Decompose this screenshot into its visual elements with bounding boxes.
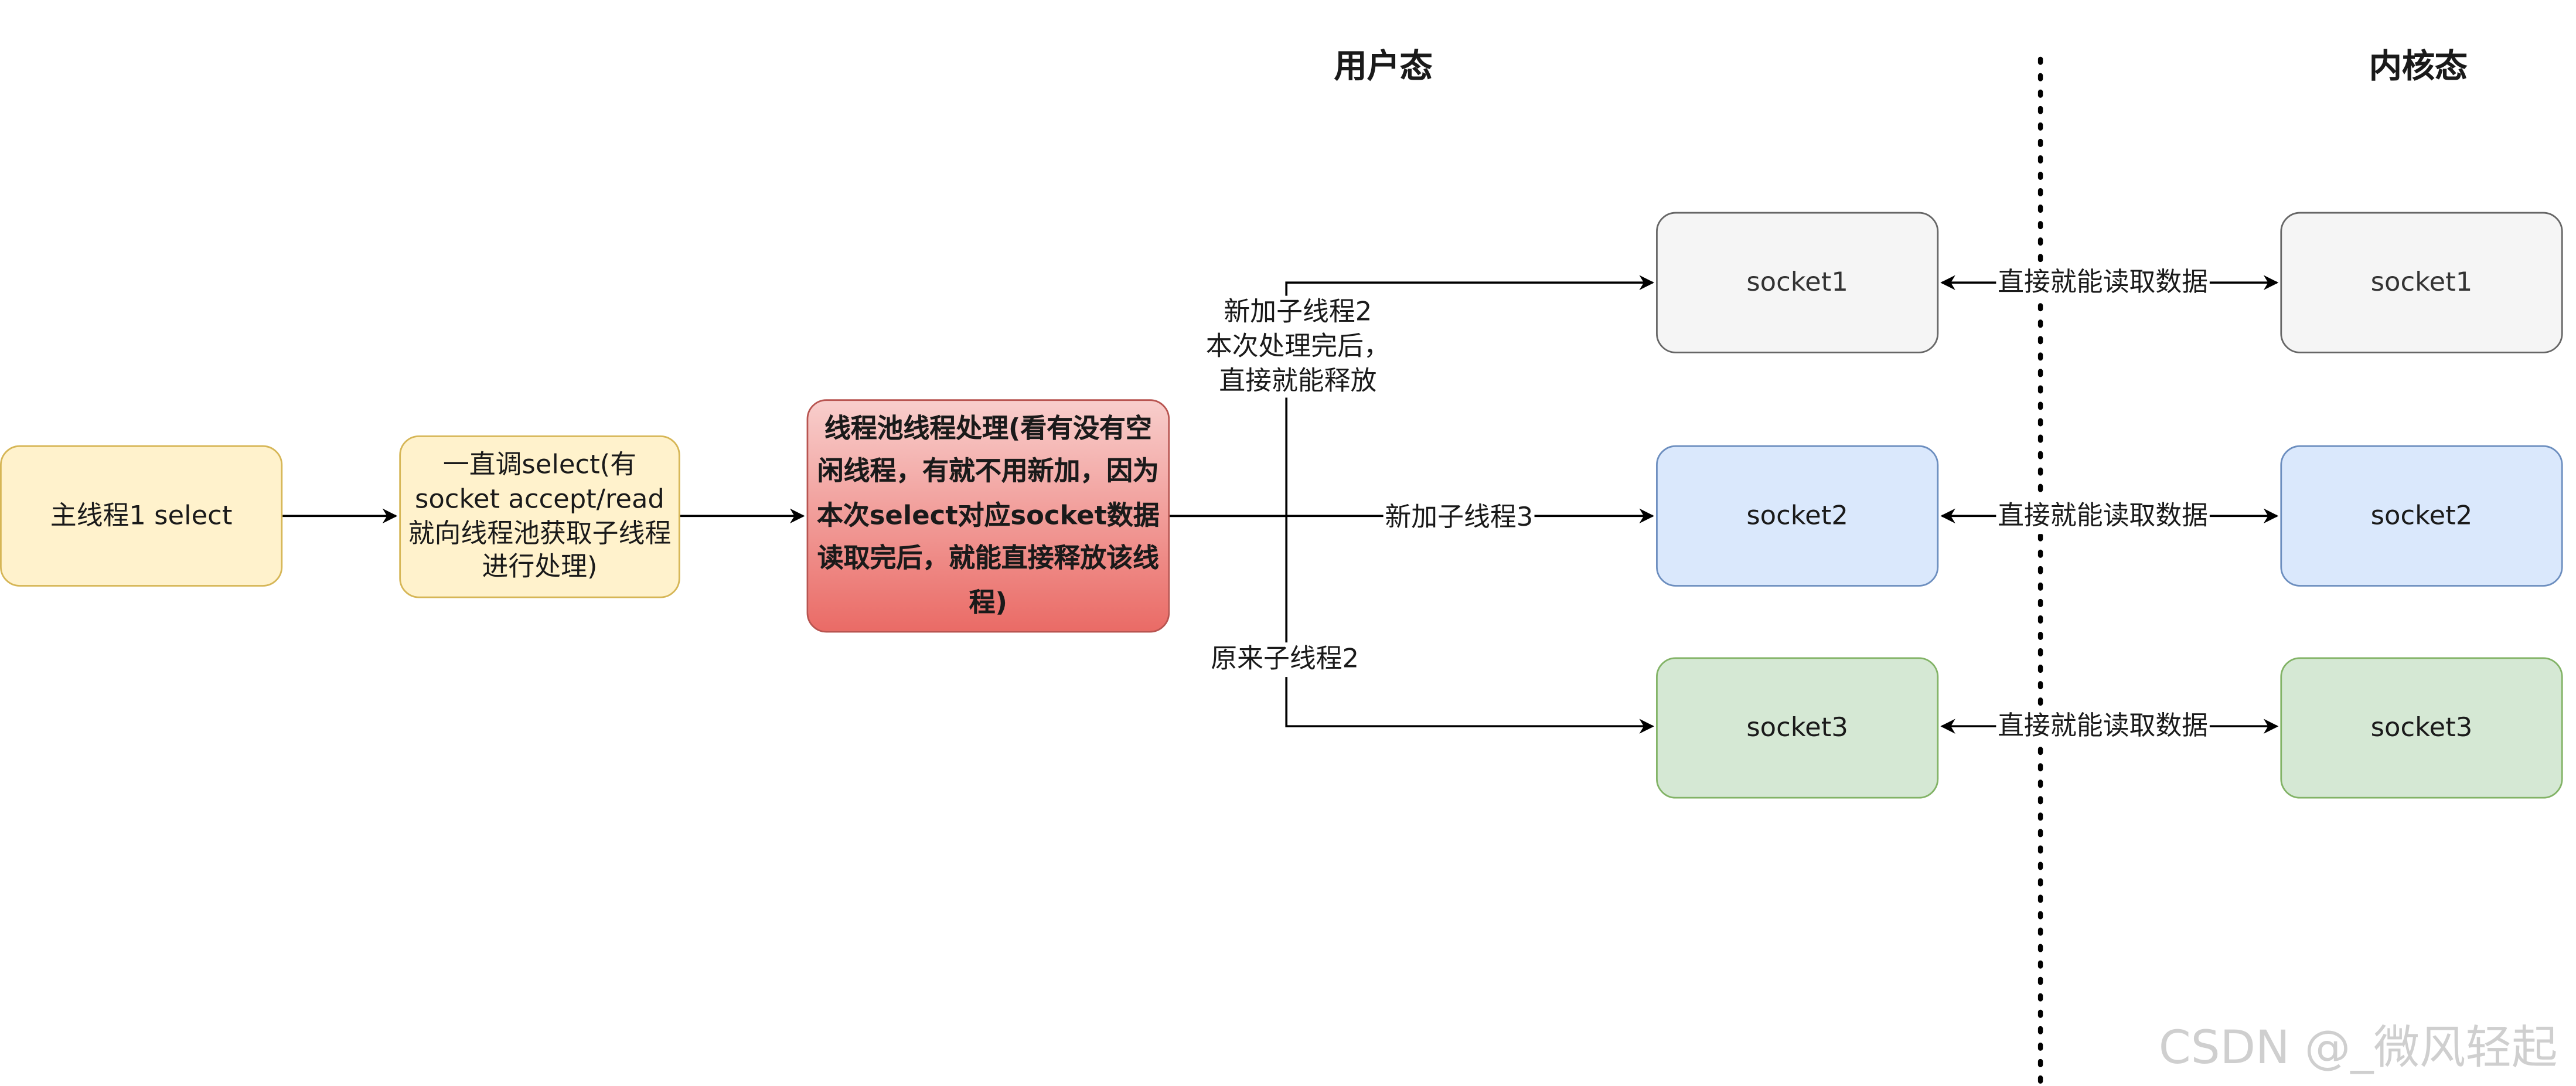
select-loop-node: 一直调select(有socket accept/read就向线程池获取子线程进… <box>399 435 680 598</box>
edge-label-read2: 直接就能读取数据 <box>1996 499 2210 534</box>
kernel-socket2-node: socket2 <box>2280 445 2563 587</box>
edge-label-socket1: 新加子线程2 本次处理完后， 直接就能释放 <box>1192 295 1403 399</box>
kernel-socket3-node: socket3 <box>2280 657 2563 799</box>
user-socket1-node: socket1 <box>1656 212 1939 353</box>
user-socket2-node: socket2 <box>1656 445 1939 587</box>
edge-label-read3: 直接就能读取数据 <box>1996 710 2210 744</box>
user-socket3-node: socket3 <box>1656 657 1939 799</box>
edge-pool-to-socket3 <box>1285 516 1654 734</box>
thread-pool-node: 线程池线程处理(看有没有空闲线程，有就不用新加，因为本次select对应sock… <box>806 399 1170 633</box>
kernel-mode-heading: 内核态 <box>2369 46 2468 86</box>
user-mode-heading: 用户态 <box>1334 46 1433 86</box>
edge-label-socket3: 原来子线程2 <box>1209 642 1361 677</box>
main-thread-node: 主线程1 select <box>0 445 283 587</box>
watermark: CSDN @_微风轻起 <box>2158 1020 2558 1075</box>
edge-label-read1: 直接就能读取数据 <box>1996 266 2210 301</box>
edge-label-socket2: 新加子线程3 <box>1383 501 1535 536</box>
kernel-socket1-node: socket1 <box>2280 212 2563 353</box>
edge-label-socket1-text: 新加子线程2 本次处理完后， 直接就能释放 <box>1205 295 1390 396</box>
